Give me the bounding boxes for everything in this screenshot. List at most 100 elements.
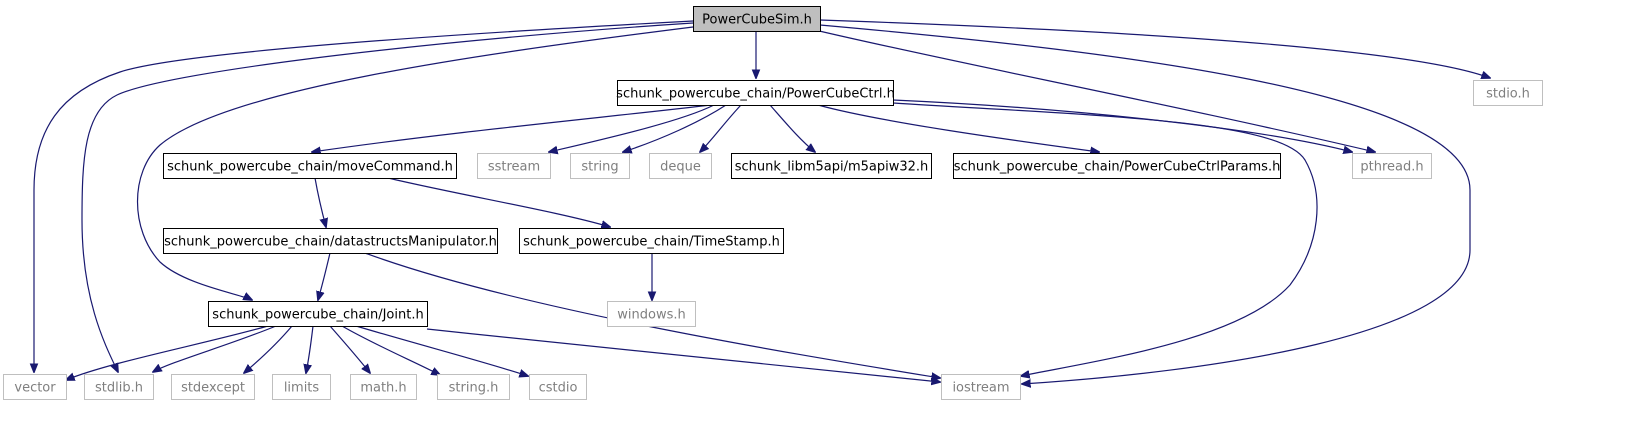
node-limits: limits <box>272 374 331 400</box>
node-box <box>3 374 67 400</box>
node-root[interactable]: PowerCubeSim.h <box>693 6 821 32</box>
edge-arrow <box>819 24 1471 384</box>
node-params[interactable]: schunk_powercube_chain/PowerCubeCtrlPara… <box>953 153 1281 179</box>
edge-joint-to-limits <box>306 325 314 373</box>
edge-arrow <box>34 20 694 372</box>
edge-arrow <box>700 104 742 152</box>
node-label: schunk_powercube_chain/moveCommand.h <box>167 160 453 175</box>
edge-ctrl-to-m5api <box>769 104 815 152</box>
edge-arrow <box>364 252 940 378</box>
node-label: schunk_powercube_chain/PowerCubeCtrlPara… <box>954 160 1281 175</box>
node-box <box>1473 80 1543 106</box>
edge-arrow <box>329 325 370 373</box>
edge-arrow <box>318 252 331 300</box>
node-box <box>519 228 784 254</box>
node-box <box>272 374 331 400</box>
node-box <box>350 374 417 400</box>
node-label: vector <box>14 381 56 396</box>
node-string: string <box>570 153 630 179</box>
edge-arrow <box>549 104 715 152</box>
node-box <box>163 153 457 179</box>
edge-ctrl-to-deque <box>700 104 742 152</box>
edge-arrow <box>814 29 1375 152</box>
edge-move-to-dsm <box>314 177 326 227</box>
edge-joint-to-iostream <box>426 328 940 382</box>
node-box <box>171 374 255 400</box>
edge-root-to-joint <box>136 26 694 300</box>
node-label: schunk_libm5api/m5apiw32.h <box>735 160 929 175</box>
edge-joint-to-math <box>329 325 370 373</box>
edge-layer <box>34 19 1490 384</box>
edge-joint-to-stdexcept <box>244 325 293 373</box>
node-box <box>163 228 498 254</box>
node-box <box>941 374 1021 400</box>
node-cstdio: cstdio <box>529 374 587 400</box>
edge-arrow <box>314 177 326 227</box>
node-box <box>477 153 551 179</box>
node-stdexcept: stdexcept <box>171 374 255 400</box>
node-ctrl[interactable]: schunk_powercube_chain/PowerCubeCtrl.h <box>616 80 895 106</box>
node-box <box>208 301 428 327</box>
node-box <box>84 374 154 400</box>
node-ts[interactable]: schunk_powercube_chain/TimeStamp.h <box>519 228 784 254</box>
node-math: math.h <box>350 374 417 400</box>
edge-arrow <box>355 325 528 376</box>
node-box <box>437 374 510 400</box>
edge-root-to-stdlib <box>81 22 694 372</box>
edge-dsm-to-iostream <box>364 252 940 378</box>
edge-arrow <box>623 104 727 152</box>
edge-move-to-ts <box>387 177 610 227</box>
node-label: stdexcept <box>181 381 245 396</box>
node-dsm[interactable]: schunk_powercube_chain/datastructsManipu… <box>163 228 498 254</box>
edge-arrow <box>341 325 440 375</box>
edge-arrow <box>81 22 694 372</box>
edge-ctrl-to-string <box>623 104 727 152</box>
node-box <box>953 153 1281 179</box>
node-windows: windows.h <box>607 301 696 327</box>
edge-root-to-vector <box>34 20 694 372</box>
node-label: math.h <box>360 381 406 396</box>
node-label: schunk_powercube_chain/PowerCubeCtrl.h <box>616 87 895 102</box>
node-move[interactable]: schunk_powercube_chain/moveCommand.h <box>163 153 457 179</box>
edge-arrow <box>153 325 277 372</box>
node-box <box>693 6 821 32</box>
edge-root-to-pthread <box>814 29 1375 152</box>
edge-arrow <box>817 104 1099 152</box>
node-label: stdio.h <box>1486 87 1530 102</box>
node-box <box>607 301 696 327</box>
node-label: schunk_powercube_chain/Joint.h <box>212 308 423 323</box>
node-m5api[interactable]: schunk_libm5api/m5apiw32.h <box>731 153 932 179</box>
edge-arrow <box>306 325 314 373</box>
node-label: deque <box>660 160 701 175</box>
node-label: iostream <box>952 381 1009 396</box>
node-vector: vector <box>3 374 67 400</box>
node-box <box>1352 153 1432 179</box>
node-label: PowerCubeSim.h <box>702 13 812 28</box>
node-label: schunk_powercube_chain/TimeStamp.h <box>523 235 780 250</box>
node-box <box>617 80 894 106</box>
edge-dsm-to-joint <box>318 252 331 300</box>
node-stdlib: stdlib.h <box>84 374 154 400</box>
edge-joint-to-cstdio <box>355 325 528 376</box>
node-box <box>529 374 587 400</box>
node-box <box>731 153 932 179</box>
edge-root-to-stdio <box>819 19 1490 78</box>
edge-arrow <box>312 104 712 152</box>
node-iostream: iostream <box>941 374 1021 400</box>
edge-joint-to-stdlib <box>153 325 277 372</box>
node-joint[interactable]: schunk_powercube_chain/Joint.h <box>208 301 428 327</box>
node-deque: deque <box>649 153 712 179</box>
edge-root-to-iostream <box>819 24 1471 384</box>
node-stdio: stdio.h <box>1473 80 1543 106</box>
edge-arrow <box>387 177 610 227</box>
node-label: pthread.h <box>1360 160 1423 175</box>
edge-arrow <box>66 325 269 380</box>
edge-arrow <box>892 102 1318 376</box>
node-pthread: pthread.h <box>1352 153 1432 179</box>
node-label: string.h <box>449 381 499 396</box>
node-label: cstdio <box>539 381 578 396</box>
node-stringh: string.h <box>437 374 510 400</box>
node-box <box>570 153 630 179</box>
edge-arrow <box>426 328 940 382</box>
